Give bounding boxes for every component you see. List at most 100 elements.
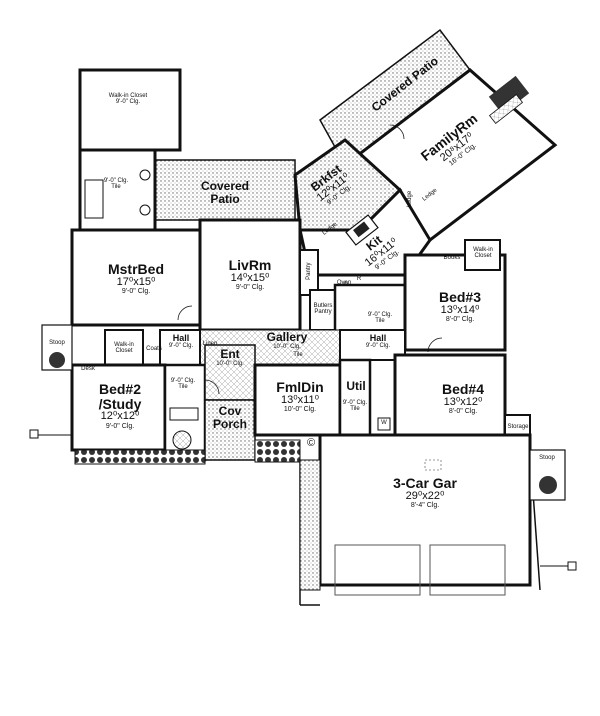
walkin-closet-top-label: Walk-in Closet 9'-0" Clg.: [98, 93, 158, 106]
util-ceiling-label: 9'-0" Clg. Tile: [342, 400, 368, 413]
fireplace: [488, 75, 530, 115]
stoop-right: [529, 449, 566, 501]
mstr-bed-label: MstrBed 17⁰x15⁰ 9'-0" Clg.: [92, 262, 180, 296]
gallery-label: Gallery 10'-0" Clg.: [252, 331, 322, 350]
garage-label: 3-Car Gar 29⁰x22⁰ 8'-4" Clg.: [370, 476, 480, 510]
stoop-left-shrub: [49, 352, 65, 368]
master-bedroom-walls: [70, 228, 202, 327]
walkin-closet-right-walls: [464, 239, 501, 271]
bed4-label: Bed#4 13⁰x12⁰ 8'-0" Clg.: [428, 382, 498, 416]
garage-door-2: [429, 544, 506, 596]
sink-2: [139, 204, 151, 216]
planter-front: [254, 439, 301, 463]
hall-left-label: Hall 9'-0" Clg.: [163, 333, 199, 350]
room-dims: 14⁰x15⁰: [230, 271, 270, 284]
stoop-left-label: Stoop: [49, 340, 65, 346]
door-swing: [427, 337, 443, 353]
room-ceiling: 10'-0" Clg.: [273, 343, 301, 350]
bath-right-ceiling-label: 9'-0" Clg. Tile: [367, 312, 393, 325]
fridge-mark: R: [356, 276, 362, 282]
room-ceiling: 10'-0" Clg.: [216, 360, 244, 367]
room-dims: 13⁰x14⁰: [440, 303, 480, 316]
room-dims: 17⁰x15⁰: [116, 275, 156, 288]
bed2-walls: [70, 363, 167, 452]
room-ceiling: 9'-0" Clg.: [121, 288, 151, 296]
coats-label: Coats: [146, 346, 162, 352]
hall-right-label: Hall 9'-0" Clg.: [358, 333, 398, 350]
bath-left-shower: [172, 430, 192, 450]
hose-bib-right: [567, 561, 577, 571]
master-bath-ceiling-label: 9'-0" Clg. Tile: [103, 178, 129, 191]
door-swing: [177, 305, 193, 321]
room-name: Covered Patio: [200, 179, 250, 206]
room-dims: 12⁰x12⁰: [100, 410, 140, 423]
room-name: Bed#4: [441, 381, 485, 397]
linen-label: Linen: [202, 341, 218, 347]
bed3-label: Bed#3 13⁰x14⁰ 8'-0" Clg.: [425, 290, 495, 324]
room-name: Gallery: [266, 330, 308, 344]
room-name: LivRm: [228, 257, 272, 273]
room-name: Bed#3: [438, 289, 482, 305]
walkin-closet-right-label: Walk-in Closet: [473, 247, 493, 260]
dryer-mark: D: [343, 282, 349, 288]
room-dims: 29⁰x22⁰: [405, 489, 445, 502]
room-ceiling: 8'-0" Clg.: [445, 316, 475, 324]
bath-left-ceiling-label: 9'-0" Clg. Tile: [170, 378, 196, 391]
garage-door-1: [334, 544, 421, 596]
room-name: Bed#2 /Study: [98, 381, 142, 412]
covered-patio-left-floor: [154, 159, 296, 221]
walkin-closet-left-walls: [104, 329, 144, 366]
room-ceiling: 9'-0" Clg.: [115, 99, 141, 106]
room-name: MstrBed: [107, 261, 164, 277]
master-bath-tub: [84, 179, 104, 219]
room-name: Walk-in Closet: [108, 93, 148, 99]
covered-patio-left-label: Covered Patio: [180, 180, 270, 205]
walkin-closet-top-walls: [78, 68, 182, 152]
room-ceiling: 8'-0" Clg.: [448, 408, 478, 416]
room-name: Ent: [220, 347, 240, 361]
copyright-mark: ©: [306, 437, 316, 449]
room-ceiling: 8'-4" Clg.: [410, 502, 440, 510]
room-name: Hall: [369, 333, 387, 343]
stoop-right-shrub: [539, 476, 557, 494]
washer-mark: W: [381, 420, 387, 426]
formal-dining-walls: [253, 363, 342, 437]
room-dims: 13⁰x12⁰: [443, 395, 483, 408]
ent-label: Ent 10'-0" Clg.: [207, 348, 253, 367]
storage-label: Storage: [507, 424, 529, 430]
bath-right-walls: [333, 283, 407, 337]
fmldin-label: FmlDin 13⁰x11⁰ 10'-0" Clg.: [265, 380, 335, 414]
stoop-right-label: Stoop: [539, 455, 555, 461]
room-name: Cov Porch: [212, 404, 247, 431]
planter-left: [74, 449, 206, 465]
util-label: Util: [340, 380, 372, 393]
room-ceiling: 9'-0" Clg.: [168, 343, 194, 350]
garage-walls: [318, 433, 532, 587]
room-ceiling: 9'-0" Clg.: [105, 422, 135, 430]
room-ceiling: 10'-0" Clg.: [283, 406, 317, 414]
door-swing: [389, 124, 405, 140]
util-walls: [338, 358, 372, 437]
room-name: Hall: [172, 333, 190, 343]
room-name: Util: [346, 379, 366, 393]
washer: [377, 417, 391, 431]
liv-rm-label: LivRm 14⁰x15⁰ 9'-0" Clg.: [210, 258, 290, 292]
room-ceiling: 9'-0" Clg.: [235, 284, 265, 292]
garage-water-heater: [424, 459, 442, 471]
pantry-label: Pantry: [305, 262, 312, 280]
desk-label: Desk: [81, 366, 95, 372]
hose-bib-left: [29, 429, 39, 439]
books-label: Books: [443, 255, 461, 261]
bed2-label: Bed#2 /Study 12⁰x12⁰ 9'-0" Clg.: [80, 382, 160, 430]
cooktop: [353, 221, 370, 238]
tile-label: Tile: [293, 352, 303, 358]
walkin-closet-left-label: Walk-in Closet: [114, 342, 134, 355]
room-name: FmlDin: [276, 379, 324, 395]
ledge-label: Ledge: [406, 190, 413, 208]
entry-floor: [204, 344, 256, 401]
oven-label: Oven: [336, 280, 352, 286]
room-name: 3-Car Gar: [393, 475, 457, 491]
sink-1: [139, 169, 151, 181]
driveway-strip: [299, 459, 321, 591]
